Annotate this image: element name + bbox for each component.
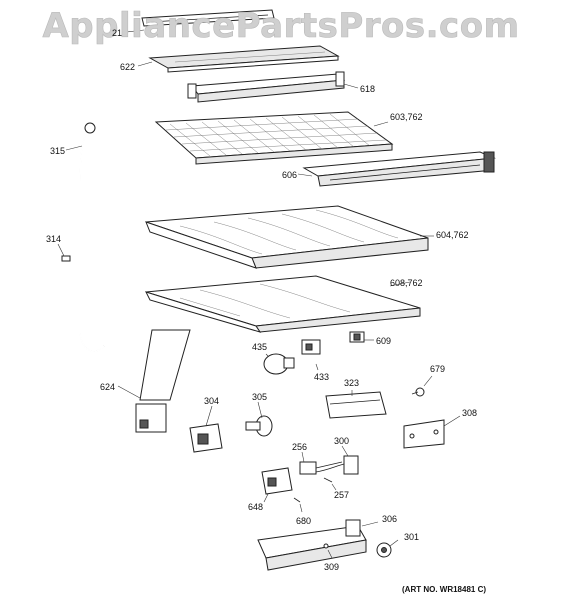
part-323-housing[interactable] bbox=[325, 391, 387, 419]
part-680-screw[interactable] bbox=[293, 497, 301, 503]
art-number: (ART NO. WR18481 C) bbox=[402, 585, 487, 594]
part-315-drain-tube[interactable] bbox=[79, 122, 105, 352]
callout-300: 300 bbox=[334, 436, 350, 446]
callout-305: 305 bbox=[252, 392, 268, 402]
part-435-bulb[interactable] bbox=[263, 353, 295, 375]
callout-315: 315 bbox=[50, 146, 66, 156]
part-608-pan[interactable] bbox=[145, 275, 421, 333]
part-256-thermostat[interactable] bbox=[299, 461, 343, 475]
callout-21: 21 bbox=[112, 28, 123, 38]
callout-624: 624 bbox=[100, 382, 116, 392]
callout-304: 304 bbox=[204, 396, 220, 406]
part-603-shelf[interactable] bbox=[154, 111, 394, 165]
callout-603-762: 603,762 bbox=[390, 112, 423, 122]
callout-256: 256 bbox=[292, 442, 308, 452]
part-606-drawer-front[interactable] bbox=[302, 151, 496, 187]
part-624-panel[interactable] bbox=[135, 329, 191, 433]
part-306-mount[interactable] bbox=[257, 519, 367, 571]
callout-609: 609 bbox=[376, 336, 392, 346]
callout-323: 323 bbox=[344, 378, 360, 388]
callout-680: 680 bbox=[296, 516, 312, 526]
callout-301: 301 bbox=[404, 532, 420, 542]
part-622-cover[interactable] bbox=[148, 45, 340, 73]
callout-257: 257 bbox=[334, 490, 350, 500]
callout-648: 648 bbox=[248, 502, 264, 512]
part-679-screw[interactable] bbox=[411, 387, 425, 397]
callout-679: 679 bbox=[430, 364, 446, 374]
leader-lines bbox=[57, 29, 461, 559]
part-300-switch[interactable] bbox=[315, 455, 359, 475]
part-609-bracket[interactable] bbox=[349, 331, 365, 343]
callout-618: 618 bbox=[360, 84, 376, 94]
part-304-block[interactable] bbox=[189, 423, 223, 453]
part-618-rail[interactable] bbox=[187, 71, 346, 103]
part-301-nut[interactable] bbox=[376, 542, 392, 558]
part-433-socket[interactable] bbox=[301, 339, 321, 355]
callout-606: 606 bbox=[282, 170, 298, 180]
callout-309: 309 bbox=[324, 562, 340, 572]
callout-435: 435 bbox=[252, 342, 268, 352]
part-257-screw[interactable] bbox=[323, 477, 333, 483]
callout-314: 314 bbox=[46, 234, 62, 244]
part-648-control[interactable] bbox=[261, 467, 293, 495]
callout-306: 306 bbox=[382, 514, 398, 524]
part-604-cover[interactable] bbox=[145, 205, 429, 269]
part-top-bar[interactable] bbox=[141, 9, 275, 27]
part-305-knob[interactable] bbox=[245, 415, 273, 437]
callout-308: 308 bbox=[462, 408, 478, 418]
part-308-bracket[interactable] bbox=[403, 419, 445, 449]
callout-622: 622 bbox=[120, 62, 136, 72]
callout-604-762: 604,762 bbox=[436, 230, 469, 240]
part-314-clip[interactable] bbox=[61, 255, 71, 262]
callout-608-762: 608,762 bbox=[390, 278, 423, 288]
callout-433: 433 bbox=[314, 372, 330, 382]
